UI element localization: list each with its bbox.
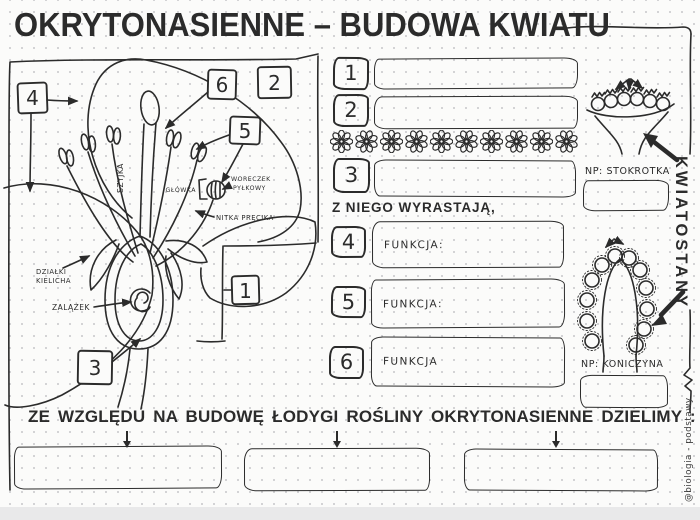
- answer-num-3: 3: [332, 157, 371, 194]
- example-blank-stokrotka[interactable]: [582, 179, 670, 212]
- right-rail: [566, 25, 693, 413]
- daisy-icon: [380, 129, 403, 153]
- grow-text: Z NIEGO WYRASTAJĄ,: [332, 200, 496, 215]
- label-glowka: GŁÓWKA: [166, 185, 197, 194]
- daisy-icon: [355, 129, 378, 153]
- clover-arrows: [604, 235, 625, 249]
- function-blank-4[interactable]: FUNKCJA:: [371, 220, 565, 269]
- daisy-icon: [330, 129, 353, 153]
- function-num-5: 5: [330, 285, 367, 319]
- label-woreczek-1: WORECZEK: [231, 176, 271, 183]
- division-blank-3[interactable]: [463, 448, 659, 492]
- page-title: OKRYTONASIENNE – BUDOWA KWIATU: [14, 6, 610, 44]
- function-blank-5[interactable]: FUNKCJA:: [370, 278, 566, 329]
- daisy-icon: [405, 129, 428, 153]
- kwiatostany-vertical-label: KWIATOSTANY: [672, 156, 690, 310]
- callout-5: 5: [239, 119, 252, 143]
- petals: [3, 58, 317, 408]
- down-arrow-3: [551, 431, 560, 448]
- callout-1: 1: [239, 279, 252, 303]
- pistil: [104, 90, 174, 410]
- function-label-6: FUNKCJA: [382, 355, 439, 368]
- diagram-frame: [7, 53, 320, 491]
- big-arrow-clover: [651, 289, 686, 326]
- down-arrow-1: [122, 431, 131, 448]
- daisy-icon: [530, 129, 553, 153]
- label-dzialki-2: KIELICHA: [36, 277, 71, 285]
- division-blank-2[interactable]: [243, 447, 431, 492]
- label-woreczek-2: PYŁKOWY: [233, 185, 266, 192]
- daisy-icon: [555, 129, 578, 153]
- example-caption-koniczyna: NP: KONICZYNA: [581, 359, 664, 370]
- bottom-question: ZE WZGLĘDU NA BUDOWĘ ŁODYGI ROŚLINY OKRY…: [28, 407, 696, 426]
- flower-labels: SZYJKA GŁÓWKA WORECZEK PYŁKOWY NITKA PRĘ…: [36, 163, 274, 312]
- capitulum-arrows: [614, 78, 644, 91]
- callout-4: 4: [26, 86, 39, 110]
- scan-edge: [0, 507, 700, 520]
- anther-detail: [198, 178, 226, 200]
- flower-row: [330, 129, 580, 153]
- callout-arrows: [25, 91, 244, 363]
- function-label-4: FUNKCJA:: [383, 238, 444, 251]
- example-caption-stokrotka: NP: STOKROTKA: [585, 166, 670, 177]
- sepals: [89, 239, 208, 300]
- daisy-icon: [430, 129, 453, 153]
- function-blank-6[interactable]: FUNKCJA: [370, 336, 566, 388]
- label-arrows: [62, 181, 233, 308]
- division-blank-1[interactable]: [13, 445, 223, 490]
- ovule-spiral: [129, 288, 151, 313]
- daisy-icon: [455, 129, 478, 153]
- callout-3: 3: [89, 356, 102, 380]
- answer-num-1: 1: [332, 56, 370, 91]
- daisy-icon: [480, 129, 503, 153]
- function-num-4: 4: [330, 225, 367, 259]
- capitulum-inflorescence-diagram: [586, 78, 675, 155]
- stamens: [58, 125, 226, 267]
- function-label-5: FUNKCJA:: [382, 297, 443, 311]
- label-dzialki-1: DZIAŁKI: [36, 268, 66, 276]
- clover-head-inflorescence-diagram: [577, 235, 657, 373]
- label-szyjka: SZYJKA: [116, 163, 125, 193]
- answer-blank-2[interactable]: [373, 95, 579, 130]
- answer-blank-1[interactable]: [373, 57, 579, 90]
- down-arrow-2: [332, 431, 341, 448]
- label-nitka: NITKA PRĘCIKA: [216, 214, 274, 222]
- label-zalazek: ZALĄŻEK: [52, 303, 90, 312]
- daisy-icon: [505, 129, 528, 153]
- title-rule: [566, 25, 692, 35]
- callout-6: 6: [216, 73, 229, 97]
- example-blank-koniczyna[interactable]: [579, 374, 669, 409]
- signature: @biologia - podstawy: [684, 397, 694, 502]
- callout-2: 2: [268, 71, 281, 95]
- callout-boxes: 4 6 2 5 1 3: [16, 65, 293, 386]
- flower-cross-section-diagram: SZYJKA GŁÓWKA WORECZEK PYŁKOWY NITKA PRĘ…: [3, 53, 320, 491]
- answer-num-2: 2: [332, 93, 370, 128]
- function-num-6: 6: [328, 345, 365, 380]
- answer-blank-3[interactable]: [373, 159, 577, 198]
